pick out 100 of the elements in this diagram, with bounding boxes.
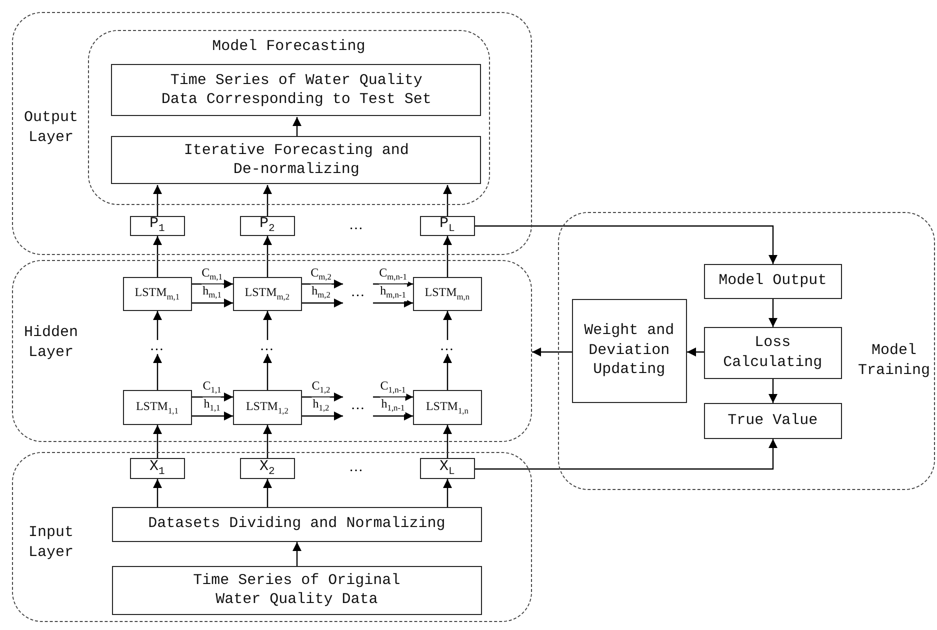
arrow [443, 354, 452, 390]
arrow [768, 379, 778, 403]
process-box [111, 64, 482, 116]
arrow [153, 425, 162, 458]
arrow [263, 425, 272, 458]
arrow [192, 298, 233, 308]
box-label: Model Output [718, 271, 827, 291]
edge-label: h$_{1,n-1}$ [380, 397, 406, 415]
edge-label: h$_{1,1}$ [202, 397, 222, 415]
dashed-group-frame [558, 212, 935, 490]
process-box [704, 264, 842, 299]
box-label: LSTM$_{m,n}$ [424, 285, 470, 302]
box-label: X$_{2}$ [260, 456, 275, 480]
edge-label: C$_{m,n-1}$ [378, 266, 408, 284]
ellipsis: … [150, 338, 164, 355]
box-label: Weight and Deviation Updating [583, 321, 676, 380]
process-box [122, 390, 192, 425]
group-heading: Output Layer [22, 108, 79, 147]
arrow [443, 425, 452, 458]
edge-label: C$_{1,2}$ [310, 379, 332, 397]
arrow [263, 311, 272, 340]
arrow [153, 311, 162, 340]
arrow [302, 392, 343, 402]
box-label: X$_{1}$ [150, 456, 165, 480]
box-label: True Value [728, 410, 818, 430]
group-heading: Hidden Layer [22, 323, 79, 362]
process-box [420, 216, 475, 236]
arrow [292, 542, 302, 566]
group-heading: Model Training [856, 341, 931, 380]
box-label: P$_{L}$ [440, 214, 455, 238]
arrow [302, 298, 343, 308]
arrow [263, 236, 272, 277]
box-label: Iterative Forecasting and De-normalizing [182, 140, 410, 180]
dashed-group-frame [88, 30, 490, 205]
arrow [153, 354, 162, 390]
arrow [292, 117, 302, 137]
arrow [532, 348, 572, 356]
arrow [263, 479, 272, 507]
edge-label: C$_{1,n-1}$ [379, 379, 407, 397]
arrow [192, 392, 233, 402]
process-box [240, 216, 295, 236]
box-label: LSTM$_{1,2}$ [246, 398, 288, 416]
edge-label: h$_{m,2}$ [310, 284, 332, 302]
box-label: Time Series of Water Quality Data Corresponding to Test Set [160, 70, 432, 110]
edge-label: C$_{m,1}$ [200, 266, 224, 284]
box-label: Datasets Dividing and Normalizing [148, 514, 446, 534]
process-box [704, 326, 842, 379]
ellipsis: … [349, 460, 363, 476]
edge-label: C$_{1,1}$ [202, 379, 222, 397]
box-label: LSTM$_{1,1}$ [136, 398, 178, 416]
process-box [572, 298, 687, 403]
arrow [443, 185, 452, 216]
box-label: Time Series of Original Water Quality Data [192, 570, 402, 610]
process-box [232, 276, 302, 311]
process-box [420, 458, 475, 479]
process-box [122, 276, 192, 311]
box-label: X$_{L}$ [440, 456, 455, 480]
edge-label: C$_{m,2}$ [310, 266, 332, 284]
arrow [153, 236, 162, 277]
arrow [192, 412, 233, 420]
group-heading: Input Layer [27, 523, 74, 562]
ellipsis: … [350, 285, 365, 302]
arrow [192, 280, 233, 288]
edge-label: h$_{1,2}$ [312, 397, 330, 415]
arrow [768, 299, 778, 327]
box-label: LSTM$_{1,n}$ [426, 398, 468, 416]
arrow [153, 479, 162, 507]
ellipsis: … [440, 338, 454, 355]
arrow [263, 185, 272, 216]
dashed-group-frame [12, 12, 532, 255]
arrow [687, 348, 704, 356]
arrow [443, 236, 452, 277]
dashed-group-frame [12, 260, 532, 442]
process-box [412, 276, 482, 311]
arrow [443, 479, 452, 507]
ellipsis: … [350, 398, 365, 414]
arrow [373, 298, 413, 308]
process-box [130, 216, 185, 236]
group-heading: Model Forecasting [211, 36, 366, 56]
box-label: P$_{2}$ [260, 214, 275, 238]
box-label: LSTM$_{m,1}$ [134, 285, 180, 302]
process-box [704, 402, 842, 439]
process-box [112, 506, 482, 542]
process-box [111, 136, 482, 184]
process-box [232, 390, 302, 425]
process-box [240, 458, 295, 479]
dashed-group-frame [12, 452, 532, 622]
ellipsis: … [260, 338, 274, 355]
arrow [373, 392, 413, 402]
arrow [475, 439, 778, 470]
arrow [302, 280, 343, 288]
arrow [153, 185, 162, 216]
process-box [130, 458, 185, 479]
process-box [112, 566, 482, 615]
ellipsis: … [349, 218, 363, 234]
arrow [475, 225, 778, 264]
edge-label: h$_{m,1}$ [202, 284, 222, 302]
arrow [263, 354, 272, 390]
edge-label: h$_{m,n-1}$ [379, 284, 407, 302]
arrow [443, 311, 452, 340]
